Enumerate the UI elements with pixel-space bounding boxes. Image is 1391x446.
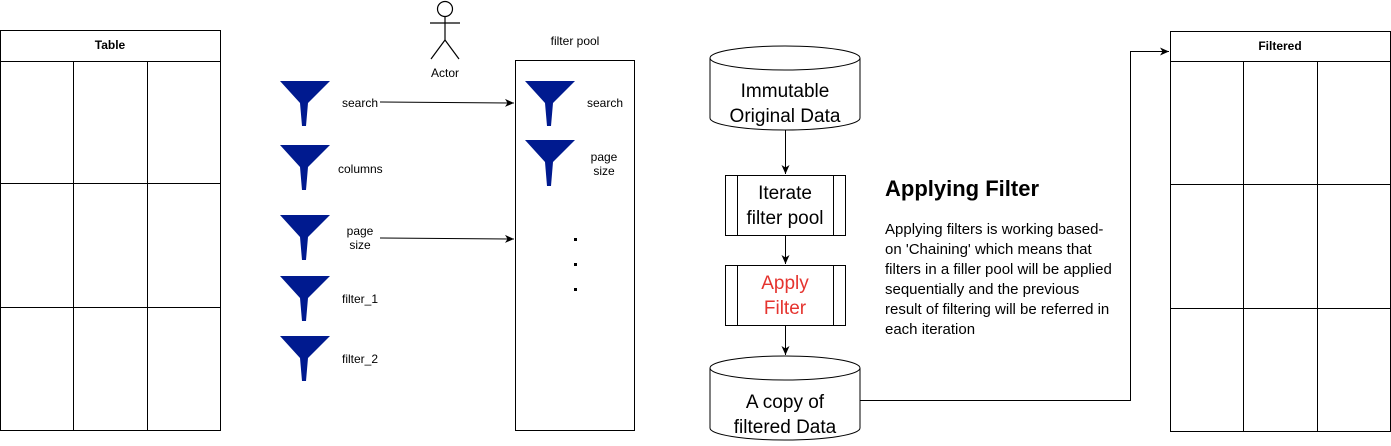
filter-funnel-icon	[280, 145, 330, 190]
description-heading: Applying Filter	[885, 176, 1039, 201]
iterate-process-box	[725, 175, 846, 236]
pool-item-search: search	[587, 96, 624, 110]
original-data-cylinder	[709, 45, 861, 131]
filter-funnel-icon	[280, 276, 330, 321]
original-data-label: Immutable Original Data	[729, 81, 841, 127]
filtered-data-label: A copy of filtered Data	[733, 392, 837, 438]
pagesize-to-pool-arrow	[379, 234, 515, 243]
filter-label-filter-1: filter_1	[342, 292, 379, 306]
filtered-data-cylinder	[709, 355, 861, 441]
description-text: Applying filters is working based-on 'Ch…	[885, 221, 1112, 338]
filter-label-page-size: page size	[346, 224, 374, 252]
filter-funnel-icon	[280, 215, 330, 260]
filter-funnel-icon	[280, 81, 330, 126]
search-to-pool-arrow	[379, 98, 515, 107]
filter-funnel-icon	[525, 140, 575, 186]
source-table-title: Table	[94, 38, 126, 52]
result-to-filtered-arrow	[860, 47, 1169, 401]
apply-process-box	[725, 265, 846, 326]
filter-funnel-icon	[525, 81, 575, 126]
actor-icon	[430, 0, 460, 60]
filter-label-columns: columns	[338, 162, 383, 176]
source-table	[0, 30, 221, 431]
filter-pool-title: filter pool	[550, 34, 600, 48]
filter-pool-box	[515, 60, 635, 431]
filter-label-filter-2: filter_2	[342, 352, 379, 366]
filter-funnel-icon	[280, 336, 330, 381]
filtered-table-title: Filtered	[1258, 39, 1302, 53]
actor-label: Actor	[430, 66, 459, 80]
apply-filter-label: Apply Filter	[761, 273, 809, 319]
iterate-label: Iterate filter pool	[746, 183, 824, 229]
filtered-table	[1170, 31, 1391, 432]
filter-label-search: search	[342, 96, 379, 110]
pool-item-page-size: page size	[590, 150, 618, 178]
